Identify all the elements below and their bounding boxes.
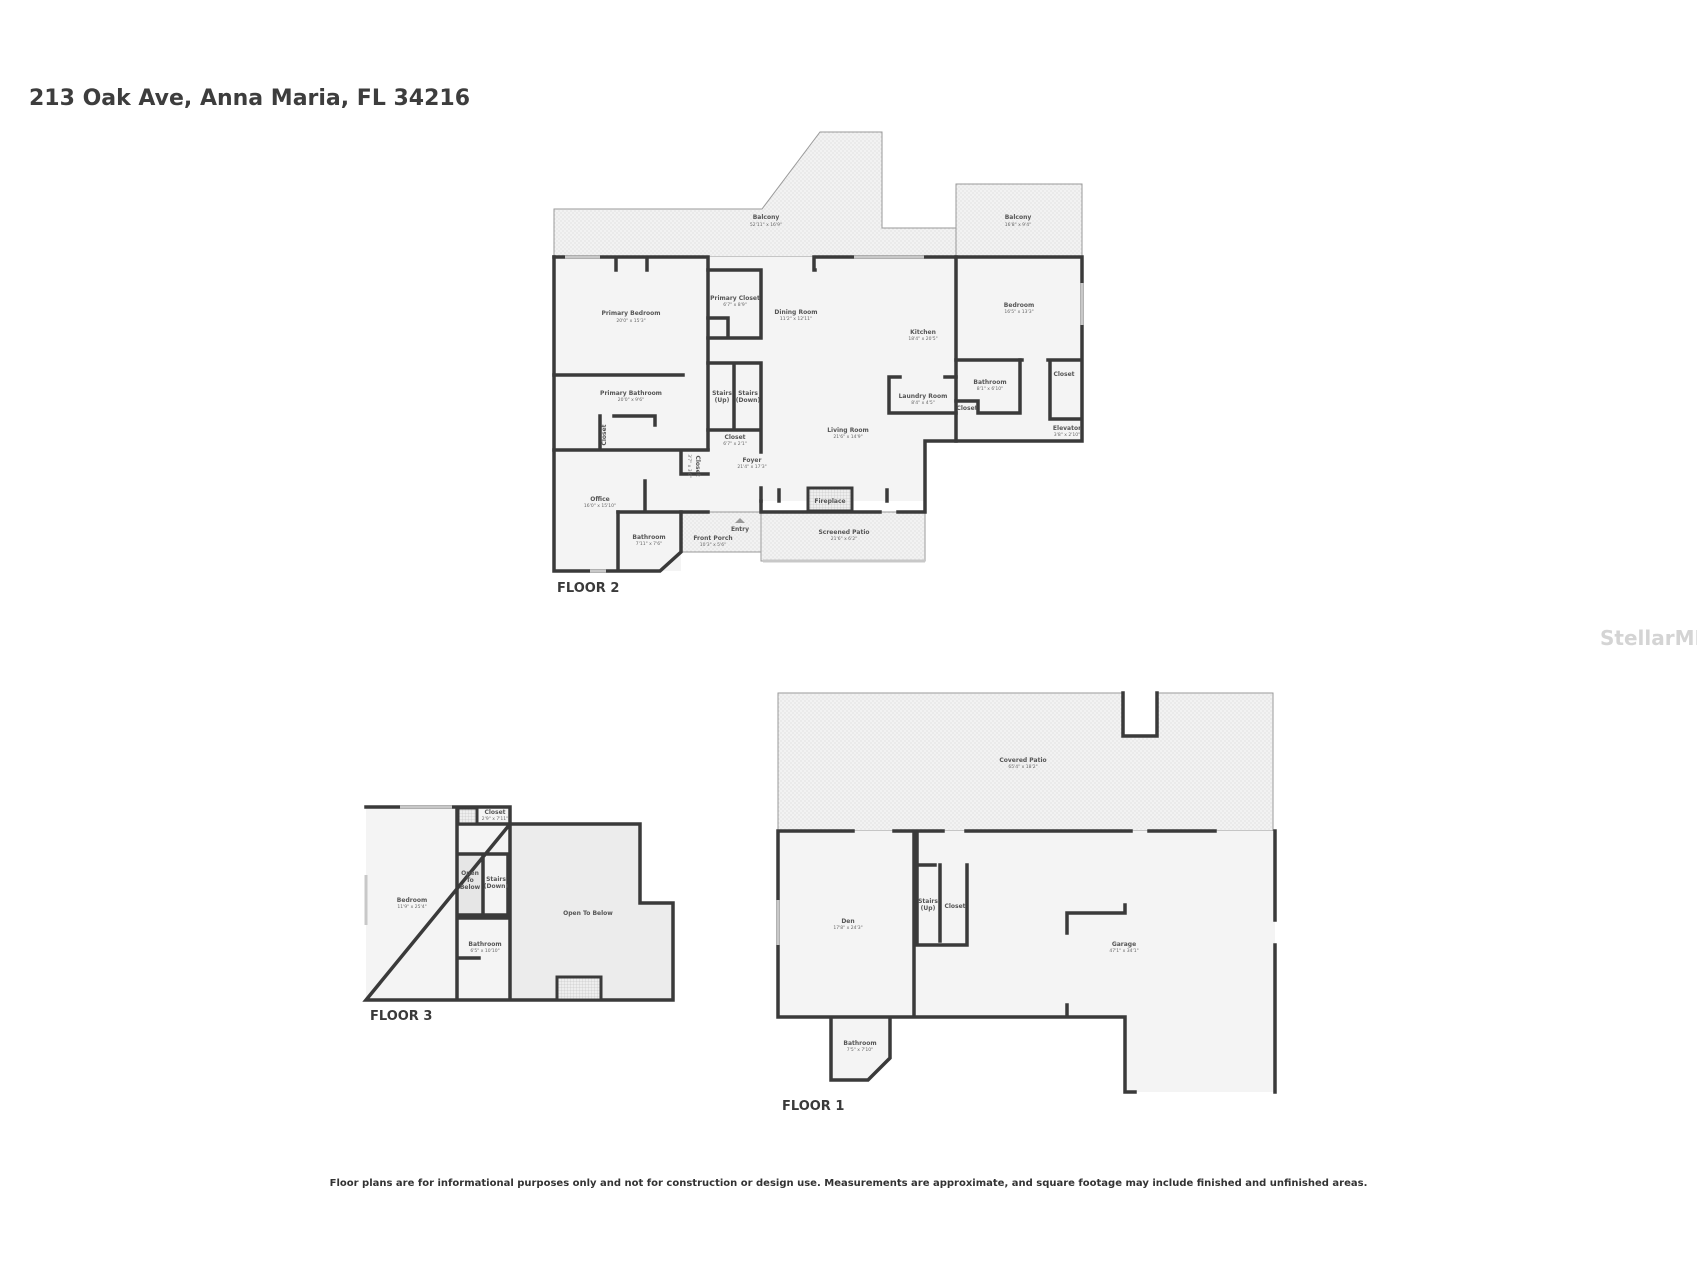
room-name: Covered Patio	[999, 757, 1046, 764]
room-name: Closet	[484, 809, 505, 816]
room-dims: 20'0" x 9'6"	[618, 397, 644, 403]
floor-2-label: FLOOR 2	[557, 581, 619, 596]
room-name: Primary Closet	[710, 295, 760, 302]
room-dims: 18'4" x 20'5"	[908, 336, 937, 342]
room-name: Bedroom	[397, 897, 427, 904]
room-name: Balcony	[1005, 214, 1032, 221]
room-dims: 20'0" x 15'3"	[616, 318, 645, 324]
room-name: Kitchen	[910, 329, 936, 336]
room-dims: 17'8" x 24'3"	[833, 925, 862, 931]
fireplace	[806, 486, 854, 513]
room-dims: 16'5" x 13'3"	[1004, 309, 1033, 315]
room-dims: 11'2" x 12'11"	[780, 316, 812, 322]
room-dims: 16'8" x 9'4"	[1005, 222, 1031, 228]
room-name: Stairs	[918, 898, 938, 905]
room-name: Primary Bedroom	[601, 310, 660, 317]
watermark-logo: StellarMLS	[1600, 626, 1697, 650]
storage-grid	[456, 806, 479, 826]
floor-3-label: FLOOR 3	[370, 1009, 432, 1024]
entry-arrow-icon	[735, 518, 745, 523]
room-dims: 10'3" x 5'6"	[700, 542, 726, 548]
room-dims: 8'4" x 4'5"	[911, 400, 935, 406]
room-name: Living Room	[827, 427, 869, 434]
room-name: Bathroom	[843, 1040, 876, 1047]
room-name: Screened Patio	[818, 529, 869, 536]
room-dims: 21'6" x 6'2"	[831, 536, 857, 542]
chimney	[555, 975, 603, 1002]
room-name: Primary Bathroom	[600, 390, 662, 397]
room-name: Closet	[956, 405, 977, 412]
room-name: Below	[460, 884, 481, 891]
room-dims: 21'4" x 17'3"	[737, 464, 766, 470]
room-sub: (Up)	[921, 905, 936, 912]
room-sub: (Down)	[484, 883, 509, 890]
room-name: Elevator	[1053, 425, 1081, 432]
room-name: Closet	[724, 434, 745, 441]
room-name: Bathroom	[973, 379, 1006, 386]
room-dims: 11'9" x 25'4"	[397, 904, 426, 910]
room-name: Closet	[601, 424, 608, 445]
room-name: Bedroom	[1004, 302, 1034, 309]
room-name: Den	[841, 918, 854, 925]
floor-1-label: FLOOR 1	[782, 1099, 844, 1114]
room-dims: 6'5" x 10'10"	[470, 948, 499, 954]
room-name: Closet	[1053, 371, 1074, 378]
room-name: Bathroom	[632, 534, 665, 541]
room-name: Fireplace	[814, 498, 845, 505]
room-name: Balcony	[753, 214, 780, 221]
room-dims: 52'11" x 16'9"	[750, 222, 782, 228]
room-name: Office	[590, 496, 609, 503]
room-sub: (Down)	[736, 397, 761, 404]
room-name: Entry	[731, 526, 749, 533]
room-name: Closet	[944, 903, 965, 910]
floor-2-plan	[552, 131, 1084, 573]
room-name: Garage	[1112, 941, 1136, 948]
room-name: Stairs	[738, 390, 758, 397]
room-dims: 3'7" x 3'6"	[686, 454, 692, 478]
room-name: Stairs	[712, 390, 732, 397]
room-dims: 7'11" x 7'6"	[636, 541, 662, 547]
balcony-area	[553, 131, 957, 258]
room-name: Laundry Room	[899, 393, 948, 400]
room-name: Front Porch	[693, 535, 732, 542]
room-dims: 3'8" x 2'10"	[1054, 432, 1080, 438]
room-name: Closet	[694, 455, 701, 476]
room-name: To	[466, 877, 473, 884]
front-porch-area	[680, 511, 762, 553]
room-name: Bathroom	[468, 941, 501, 948]
room-dims: 21'6" x 14'9"	[833, 434, 862, 440]
room-name: Stairs	[486, 876, 506, 883]
room-dims: 6'7" x 2'1"	[723, 441, 747, 447]
room-name: Open To Below	[563, 910, 613, 917]
room-dims: 7'5" x 7'10"	[847, 1047, 873, 1053]
property-address-title: 213 Oak Ave, Anna Maria, FL 34216	[29, 86, 471, 111]
floor-3-plan	[362, 805, 675, 1002]
room-dims: 2'9" x 7'11"	[482, 816, 508, 822]
room-dims: 6'7" x 8'9"	[723, 302, 747, 308]
room-name: Dining Room	[774, 309, 817, 316]
room-dims: 8'1" x 6'10"	[977, 386, 1003, 392]
room-dims: 16'0" x 15'10"	[584, 503, 616, 509]
room-sub: (Up)	[715, 397, 730, 404]
floor-1-plan	[776, 691, 1277, 1094]
room-dims: 47'1" x 34'1"	[1109, 948, 1138, 954]
room-name: Foyer	[743, 457, 762, 464]
balcony-area	[955, 183, 1083, 258]
disclaimer-footer: Floor plans are for informational purpos…	[329, 1178, 1368, 1189]
room-dims: 65'4" x 18'2"	[1008, 764, 1037, 770]
room-name: Open	[461, 870, 479, 877]
